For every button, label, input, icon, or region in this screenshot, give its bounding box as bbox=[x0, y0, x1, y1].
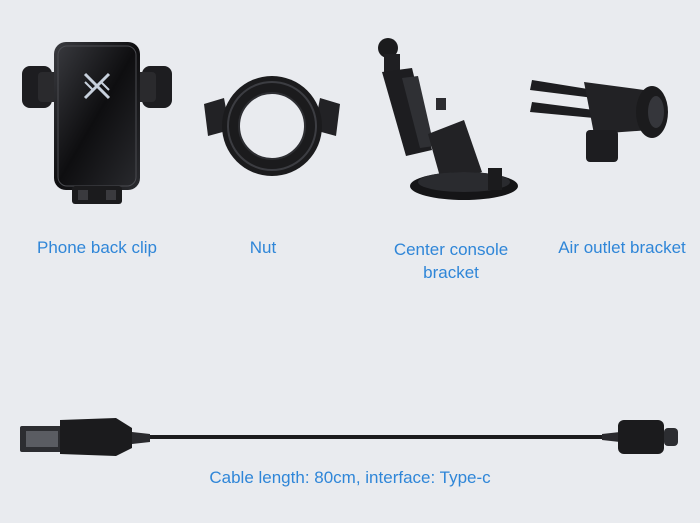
nut-icon bbox=[204, 76, 340, 176]
phone-back-clip-icon bbox=[22, 42, 172, 204]
center-console-bracket-icon bbox=[378, 38, 518, 200]
cable-caption: Cable length: 80cm, interface: Type-c bbox=[209, 468, 491, 487]
component-label: Center console bracket bbox=[393, 240, 509, 282]
component-label: Air outlet bracket bbox=[558, 238, 686, 257]
air-outlet-bracket-icon bbox=[530, 80, 668, 162]
component-label: Phone back clip bbox=[36, 238, 158, 257]
usb-type-c-cable-icon bbox=[20, 418, 678, 456]
component-label: Nut bbox=[249, 238, 277, 257]
